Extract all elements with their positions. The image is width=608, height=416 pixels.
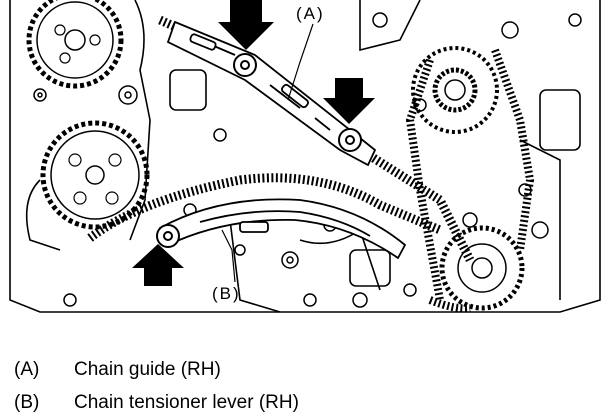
legend-item-chain-guide: (A) Chain guide (RH): [14, 358, 221, 382]
tensioner-lever-pivot-bolt: [156, 224, 180, 248]
chain-guide-rh: [166, 20, 377, 167]
sprocket-top-left: [26, 0, 124, 89]
legend-label: Chain guide (RH): [74, 359, 221, 380]
callout-b: (B): [212, 284, 241, 303]
sprocket-bottom-right: [439, 225, 525, 311]
engine-block-outline: [9, 0, 601, 313]
bolt-circles: [33, 12, 582, 308]
chain-guide-pivot-bolts: [233, 53, 362, 152]
timing-chain: [87, 15, 535, 313]
timing-chain-diagram: (A) (B): [9, 0, 601, 313]
arrow-b-up-icon: [132, 244, 184, 286]
legend-label: Chain tensioner lever (RH): [74, 392, 299, 413]
arrow-a-left-icon: [218, 0, 274, 50]
legend-item-chain-tensioner-lever: (B) Chain tensioner lever (RH): [14, 391, 299, 415]
callout-a: (A): [296, 4, 325, 23]
sprocket-left: [40, 120, 150, 230]
sprocket-right: [411, 46, 499, 134]
arrow-a-right-icon: [323, 78, 375, 124]
callout-leader-lines: [221, 23, 314, 283]
chain-tensioner-lever-rh: [158, 198, 407, 260]
legend-code: (A): [14, 359, 40, 380]
legend-code: (B): [14, 392, 40, 413]
